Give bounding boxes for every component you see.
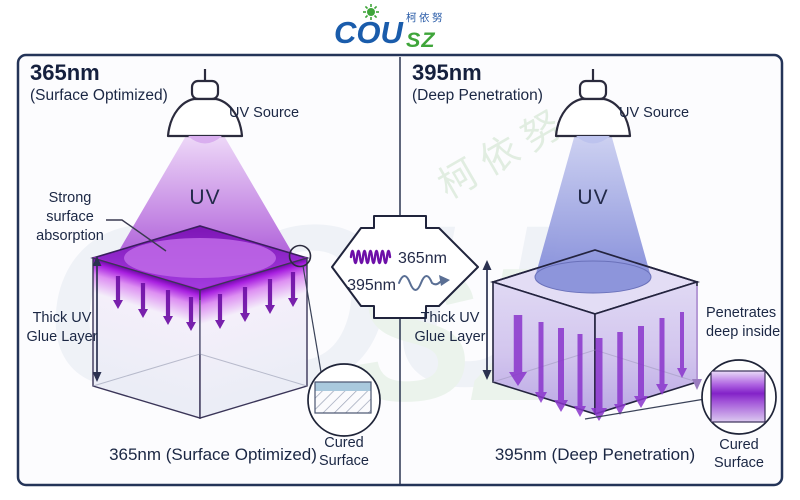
cured-surface-callout-right: Cured Surface (584, 359, 777, 471)
left-uv-source-label: UV Source (229, 105, 299, 121)
sun-icon (363, 4, 379, 20)
panel-365nm: 365nm (Surface Optimized) (27, 60, 381, 469)
svg-text:Glue Layer: Glue Layer (27, 329, 98, 345)
brand-logo: COU 柯依努 SZ (334, 4, 445, 52)
svg-text:Strong: Strong (49, 190, 92, 206)
svg-text:Thick UV: Thick UV (33, 310, 92, 326)
panel-395nm: 395nm (Deep Penetration) (412, 60, 780, 471)
absorption-label: Strong surface absorption (36, 190, 167, 252)
glue-layer-measure-left: Thick UV Glue Layer (27, 256, 102, 382)
right-uv-beam-label: UV (577, 186, 608, 209)
uv-lamp-icon-right (554, 67, 632, 144)
magnifier-source-circle (288, 244, 312, 268)
penetration-depth-label: Penetrates deep inside (692, 286, 780, 390)
wavelength-compare-arrow: 365nm 395nm (331, 215, 479, 319)
glue-cube-left (90, 225, 310, 419)
left-caption: 365nm (Surface Optimized) (109, 445, 317, 464)
glue-layer-measure-right: Thick UV Glue Layer (415, 260, 492, 380)
surface-absorption-arrows (113, 272, 298, 331)
svg-text:Surface: Surface (319, 453, 369, 469)
uv-beam-cone-right (535, 134, 651, 277)
brand-text-sub: SZ (406, 28, 435, 52)
left-title: 365nm (30, 60, 100, 85)
wave-365-icon (349, 249, 392, 265)
uv-lamp-icon-left (166, 67, 244, 144)
brand-text-chinese: 柯依努 (406, 11, 445, 24)
cured-surface-callout-left: Cured Surface (288, 244, 381, 469)
brand-text-main: COU (334, 15, 405, 50)
uv-beam-cone-left (117, 134, 293, 254)
right-title: 395nm (412, 60, 482, 85)
svg-text:Glue Layer: Glue Layer (415, 329, 486, 345)
wave-395-icon (398, 275, 441, 291)
wave-365-label: 365nm (398, 250, 447, 267)
absorption-pointer-line (106, 219, 167, 252)
wave-395-label: 395nm (347, 277, 396, 294)
svg-text:Penetrates: Penetrates (706, 305, 776, 321)
svg-text:deep inside: deep inside (706, 324, 780, 340)
deep-penetration-arrows (509, 312, 687, 421)
svg-text:Surface: Surface (714, 455, 764, 471)
right-uv-source-label: UV Source (619, 105, 689, 121)
svg-text:absorption: absorption (36, 228, 104, 244)
right-subtitle: (Deep Penetration) (412, 87, 543, 104)
left-subtitle: (Surface Optimized) (30, 87, 168, 104)
svg-text:Cured: Cured (719, 437, 759, 453)
right-caption: 395nm (Deep Penetration) (495, 445, 695, 464)
svg-text:Thick UV: Thick UV (421, 310, 480, 326)
left-uv-beam-label: UV (189, 186, 220, 209)
svg-text:Cured: Cured (324, 435, 364, 451)
svg-text:surface: surface (46, 209, 94, 225)
